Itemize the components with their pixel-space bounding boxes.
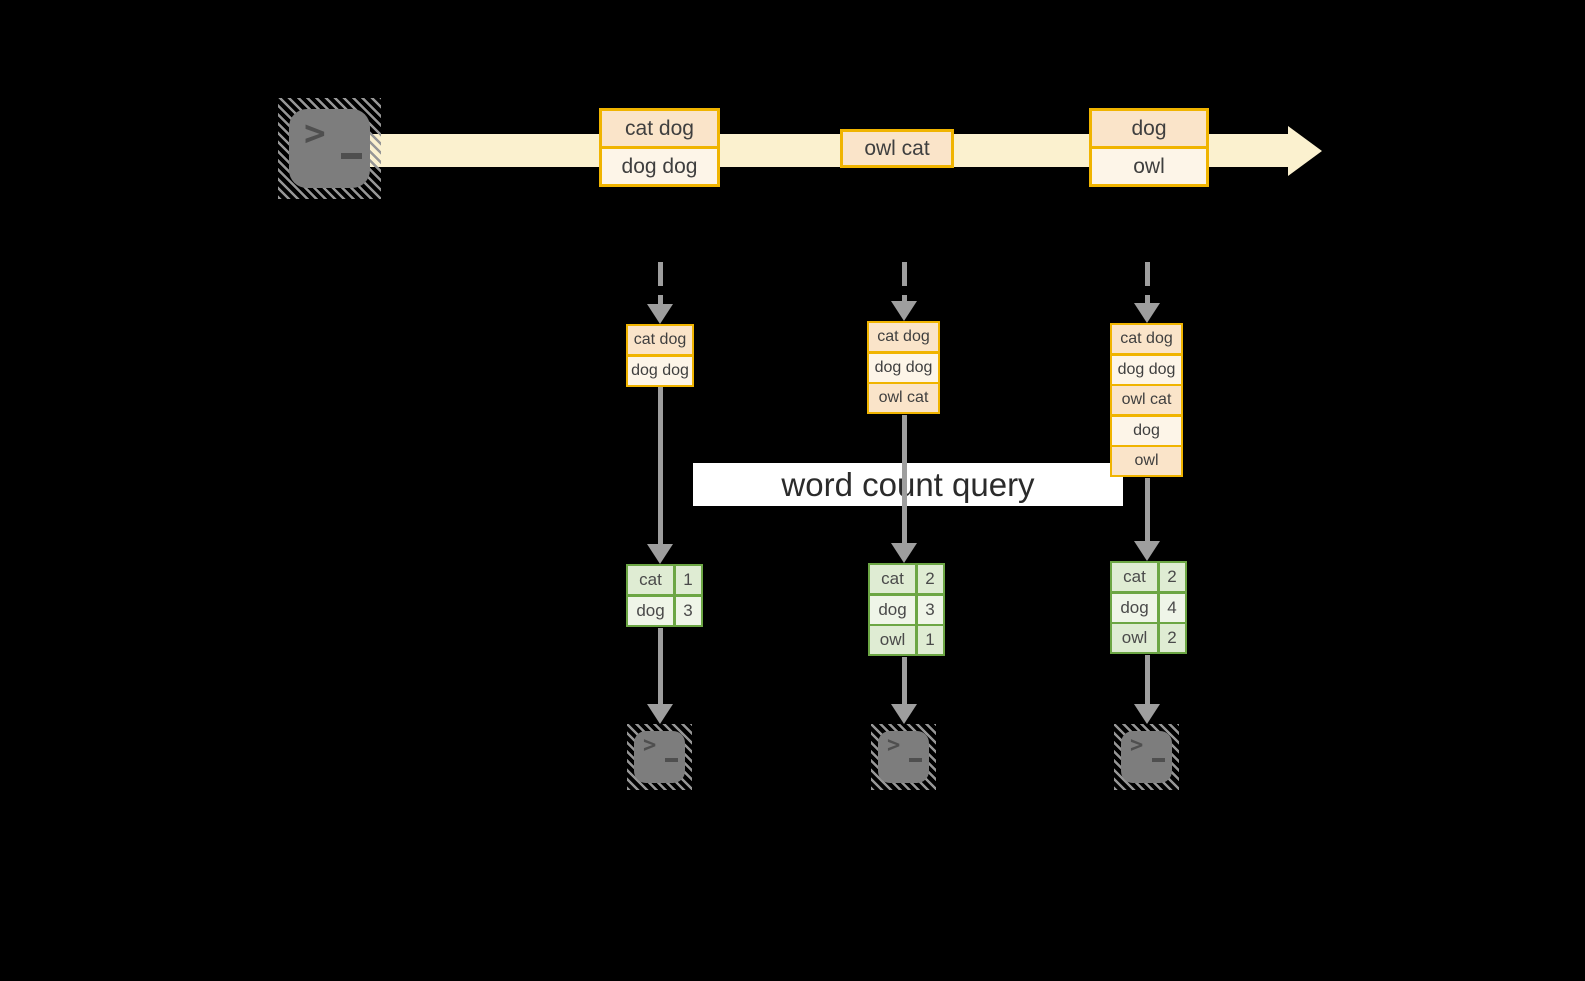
count-word: dog	[870, 595, 915, 624]
input-record: owl	[1112, 447, 1181, 475]
arrow-shaft	[901, 415, 907, 543]
arrow-down-icon	[647, 628, 673, 724]
count-value: 2	[1159, 563, 1185, 591]
terminal-cursor-icon	[1152, 758, 1165, 762]
arrow-shaft	[657, 628, 663, 704]
input-record: cat dog	[869, 323, 938, 351]
arrow-head	[891, 704, 917, 724]
terminal-screen: >	[634, 731, 685, 783]
arrow-head	[1134, 704, 1160, 724]
count-table-2: cat 2 dog 3 owl 1	[868, 563, 945, 656]
count-word: owl	[1112, 624, 1157, 652]
terminal-screen: >	[878, 731, 929, 783]
input-record: cat dog	[1112, 325, 1181, 353]
terminal-prompt-icon: >	[1130, 733, 1144, 758]
dashed-arrow-down-icon	[1134, 262, 1160, 323]
count-table-1: cat 1 dog 3	[626, 564, 703, 627]
terminal-prompt-icon: >	[887, 733, 901, 758]
input-record: dog dog	[628, 356, 692, 385]
input-record: dog dog	[869, 353, 938, 382]
arrow-shaft	[657, 387, 663, 544]
count-row: dog 3	[628, 596, 701, 625]
count-word: dog	[628, 596, 673, 625]
count-row: cat 2	[1112, 563, 1185, 591]
count-row: owl 1	[870, 626, 943, 654]
terminal-cursor-icon	[665, 758, 678, 762]
sink-terminal-icon: >	[1114, 724, 1179, 790]
query-banner: word count query	[693, 463, 1123, 506]
count-row: cat 1	[628, 566, 701, 594]
count-row: cat 2	[870, 565, 943, 593]
terminal-screen: >	[289, 109, 370, 188]
dashed-arrow-down-icon	[891, 262, 917, 321]
arrow-shaft	[1144, 478, 1150, 541]
count-value: 3	[675, 596, 701, 625]
stream-batch-2: owl cat	[840, 129, 954, 168]
sink-terminal-icon: >	[871, 724, 936, 790]
arrow-head	[1134, 541, 1160, 561]
stream-batch-1: cat dog dog dog	[599, 108, 720, 187]
stream-record: owl cat	[843, 132, 951, 165]
stream-batch-3: dog owl	[1089, 108, 1209, 187]
arrow-shaft	[657, 262, 663, 304]
stream-record: cat dog	[602, 111, 717, 146]
count-value: 3	[917, 595, 943, 624]
stream-record: owl	[1092, 149, 1206, 184]
input-record: owl cat	[869, 384, 938, 412]
arrow-head	[647, 704, 673, 724]
count-word: cat	[628, 566, 673, 594]
arrow-shaft	[901, 657, 907, 704]
input-table-1: cat dog dog dog	[626, 324, 694, 387]
input-record: cat dog	[628, 326, 692, 354]
count-row: dog 3	[870, 595, 943, 624]
arrow-head	[1134, 303, 1160, 323]
input-table-3: cat dog dog dog owl cat dog owl	[1110, 323, 1183, 477]
stream-record: dog dog	[602, 149, 717, 184]
input-record: owl cat	[1112, 386, 1181, 414]
count-row: owl 2	[1112, 624, 1185, 652]
input-record: dog dog	[1112, 355, 1181, 384]
arrow-down-icon	[891, 415, 917, 563]
arrow-head	[891, 301, 917, 321]
count-word: cat	[870, 565, 915, 593]
terminal-screen: >	[1121, 731, 1172, 783]
stream-arrowhead-icon	[1288, 126, 1322, 176]
arrow-shaft	[1144, 262, 1150, 303]
arrow-down-icon	[1134, 655, 1160, 724]
arrow-shaft	[901, 262, 907, 301]
count-word: owl	[870, 626, 915, 654]
sink-terminal-icon: >	[627, 724, 692, 790]
input-record: dog	[1112, 416, 1181, 445]
count-table-3: cat 2 dog 4 owl 2	[1110, 561, 1187, 654]
arrow-down-icon	[1134, 478, 1160, 561]
count-value: 1	[917, 626, 943, 654]
count-word: cat	[1112, 563, 1157, 591]
count-value: 2	[917, 565, 943, 593]
arrow-down-icon	[647, 387, 673, 564]
source-terminal-icon: >	[278, 98, 381, 199]
dashed-arrow-down-icon	[647, 262, 673, 324]
arrow-head	[647, 304, 673, 324]
terminal-cursor-icon	[341, 153, 362, 159]
stream-record: dog	[1092, 111, 1206, 146]
terminal-prompt-icon: >	[643, 733, 657, 758]
arrow-head	[647, 544, 673, 564]
arrow-shaft	[1144, 655, 1150, 704]
count-word: dog	[1112, 593, 1157, 622]
count-value: 1	[675, 566, 701, 594]
arrow-down-icon	[891, 657, 917, 724]
count-value: 2	[1159, 624, 1185, 652]
terminal-cursor-icon	[909, 758, 922, 762]
input-table-2: cat dog dog dog owl cat	[867, 321, 940, 414]
count-row: dog 4	[1112, 593, 1185, 622]
terminal-prompt-icon: >	[304, 113, 326, 154]
count-value: 4	[1159, 593, 1185, 622]
arrow-head	[891, 543, 917, 563]
query-banner-label: word count query	[781, 465, 1035, 503]
